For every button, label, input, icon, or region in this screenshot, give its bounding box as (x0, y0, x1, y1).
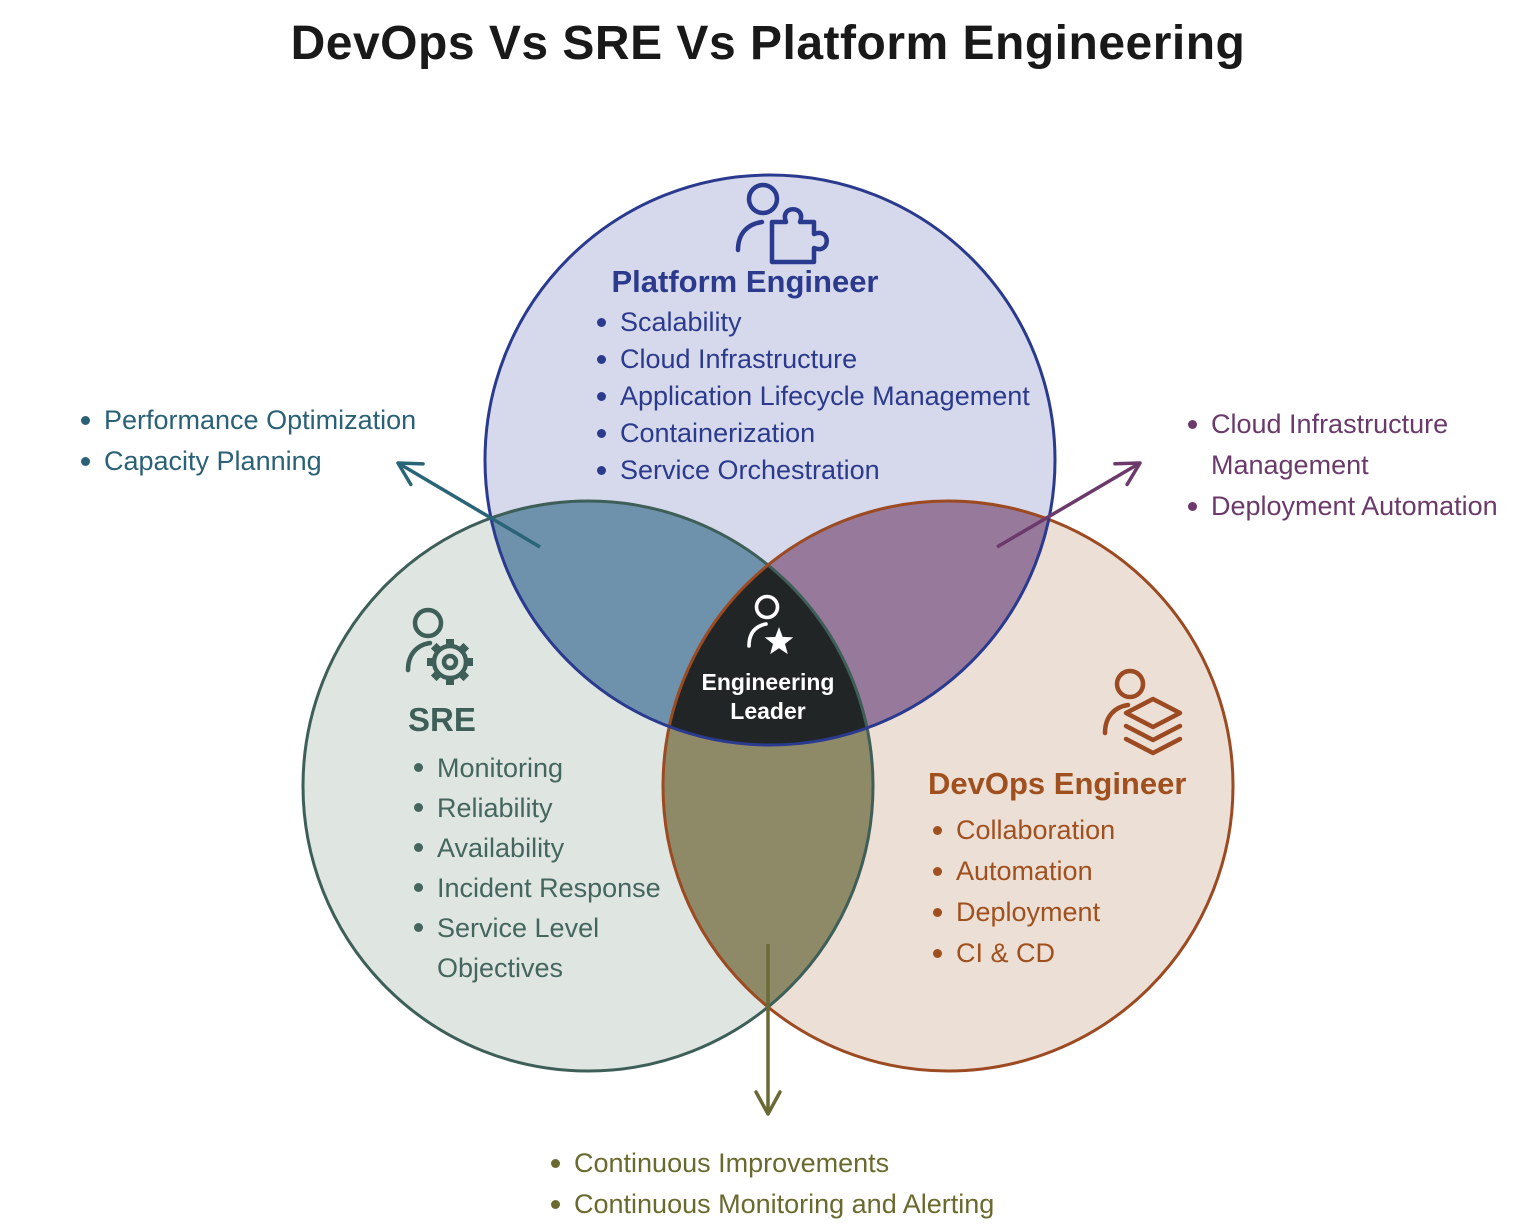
platform-sre-callout-arrow (396, 461, 541, 549)
person-gear-icon (405, 607, 473, 685)
devops-item: Deployment (930, 892, 1230, 933)
person-star-icon (747, 594, 794, 655)
center-label-line2: Leader (730, 698, 806, 724)
sre-devops-callout-item: Continuous Improvements (548, 1143, 1068, 1184)
platform-circle-outline (483, 173, 1057, 747)
sre-item: Reliability (411, 788, 673, 828)
devops-item: Automation (930, 851, 1230, 892)
devops-item: Collaboration (930, 810, 1230, 851)
devops-circle-outline (661, 499, 1235, 1073)
platform-sre-callout-item: Performance Optimization (78, 400, 458, 441)
center-label: Engineering Leader (668, 668, 868, 726)
platform-item: Containerization (594, 415, 1064, 452)
sre-item: Availability (411, 828, 673, 868)
page-title: DevOps Vs SRE Vs Platform Engineering (290, 17, 1246, 70)
center-label-line1: Engineering (701, 669, 835, 695)
platform-devops-callout-item: Deployment Automation (1185, 486, 1525, 527)
devops-item-list: Collaboration Automation Deployment CI &… (930, 810, 1230, 974)
devops-item: CI & CD (930, 933, 1230, 974)
platform-item: Scalability (594, 304, 1064, 341)
person-puzzle-icon (735, 182, 829, 265)
platform-devops-callout-list: Cloud Infrastructure Management Deployme… (1185, 404, 1525, 527)
sre-devops-callout-item: Continuous Monitoring and Alerting (548, 1184, 1068, 1225)
platform-item-list: Scalability Cloud Infrastructure Applica… (594, 304, 1064, 489)
sre-devops-callout-list: Continuous Improvements Continuous Monit… (548, 1143, 1068, 1225)
platform-heading: Platform Engineer (611, 264, 879, 299)
platform-sre-callout-list: Performance Optimization Capacity Planni… (78, 400, 458, 482)
sre-item: Service Level Objectives (411, 908, 673, 988)
devops-heading: DevOps Engineer (928, 766, 1187, 801)
sre-item-list: Monitoring Reliability Availability Inci… (411, 748, 673, 988)
sre-heading: SRE (408, 701, 476, 738)
sre-item: Incident Response (411, 868, 673, 908)
sre-circle-outline (301, 499, 875, 1073)
platform-devops-callout-arrow (996, 461, 1142, 549)
person-layers-icon (1102, 668, 1183, 756)
platform-sre-callout-item: Capacity Planning (78, 441, 458, 482)
sre-item: Monitoring (411, 748, 673, 788)
platform-item: Cloud Infrastructure (594, 341, 1064, 378)
platform-item: Service Orchestration (594, 452, 1064, 489)
platform-devops-callout-item: Cloud Infrastructure Management (1185, 404, 1525, 486)
center-overlap-region (669, 565, 867, 746)
platform-item: Application Lifecycle Management (594, 378, 1064, 415)
